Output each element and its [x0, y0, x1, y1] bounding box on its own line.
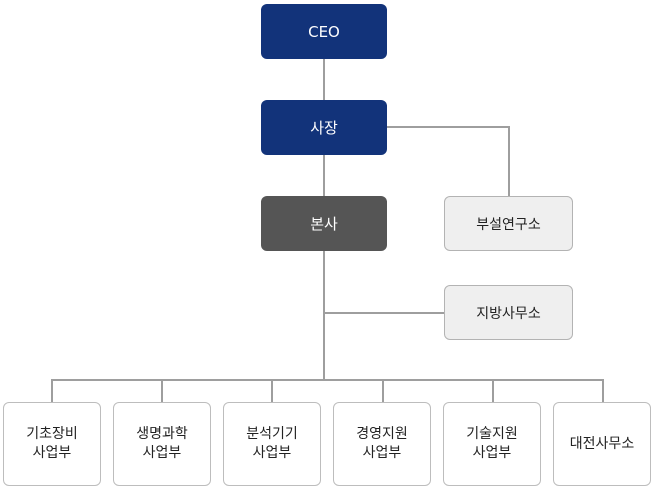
connector-headquarters-trunk: [323, 251, 325, 380]
regional-office-node: 지방사무소: [444, 285, 573, 340]
department-node: 대전사무소: [553, 402, 651, 486]
ceo-label: CEO: [308, 22, 340, 41]
department-suffix: 사업부: [142, 445, 182, 461]
president-node: 사장: [261, 100, 387, 155]
connector-president-research-vertical: [508, 126, 510, 196]
connector-ceo-president: [323, 59, 325, 100]
department-suffix: 사업부: [472, 445, 512, 461]
president-label: 사장: [310, 119, 338, 137]
regional-office-label: 지방사무소: [476, 305, 541, 322]
research-center-node: 부설연구소: [444, 196, 573, 251]
connector-departments-bus: [51, 379, 604, 381]
department-suffix: 사업부: [362, 445, 402, 461]
connector-dept-1: [51, 379, 53, 402]
department-node: 생명과학 사업부: [113, 402, 211, 486]
ceo-node: CEO: [261, 4, 387, 59]
department-name: 대전사무소: [569, 435, 635, 452]
department-suffix: 사업부: [252, 445, 292, 461]
department-name: 생명과학: [136, 426, 188, 442]
department-name: 기초장비: [26, 426, 78, 442]
department-name: 경영지원: [356, 426, 408, 442]
connector-dept-3: [271, 379, 273, 402]
department-node: 기초장비 사업부: [3, 402, 101, 486]
connector-regional-office: [323, 312, 444, 314]
department-suffix: 사업부: [32, 445, 72, 461]
department-node: 경영지원 사업부: [333, 402, 431, 486]
connector-president-headquarters: [323, 155, 325, 196]
headquarters-node: 본사: [261, 196, 387, 251]
connector-dept-2: [161, 379, 163, 402]
department-node: 분석기기 사업부: [223, 402, 321, 486]
connector-dept-4: [382, 379, 384, 402]
connector-dept-6: [602, 379, 604, 402]
department-node: 기술지원 사업부: [443, 402, 541, 486]
headquarters-label: 본사: [310, 215, 338, 233]
connector-president-research-horizontal: [387, 126, 509, 128]
department-name: 분석기기: [246, 426, 298, 442]
connector-dept-5: [492, 379, 494, 402]
department-name: 기술지원: [466, 426, 518, 442]
research-center-label: 부설연구소: [476, 216, 541, 233]
